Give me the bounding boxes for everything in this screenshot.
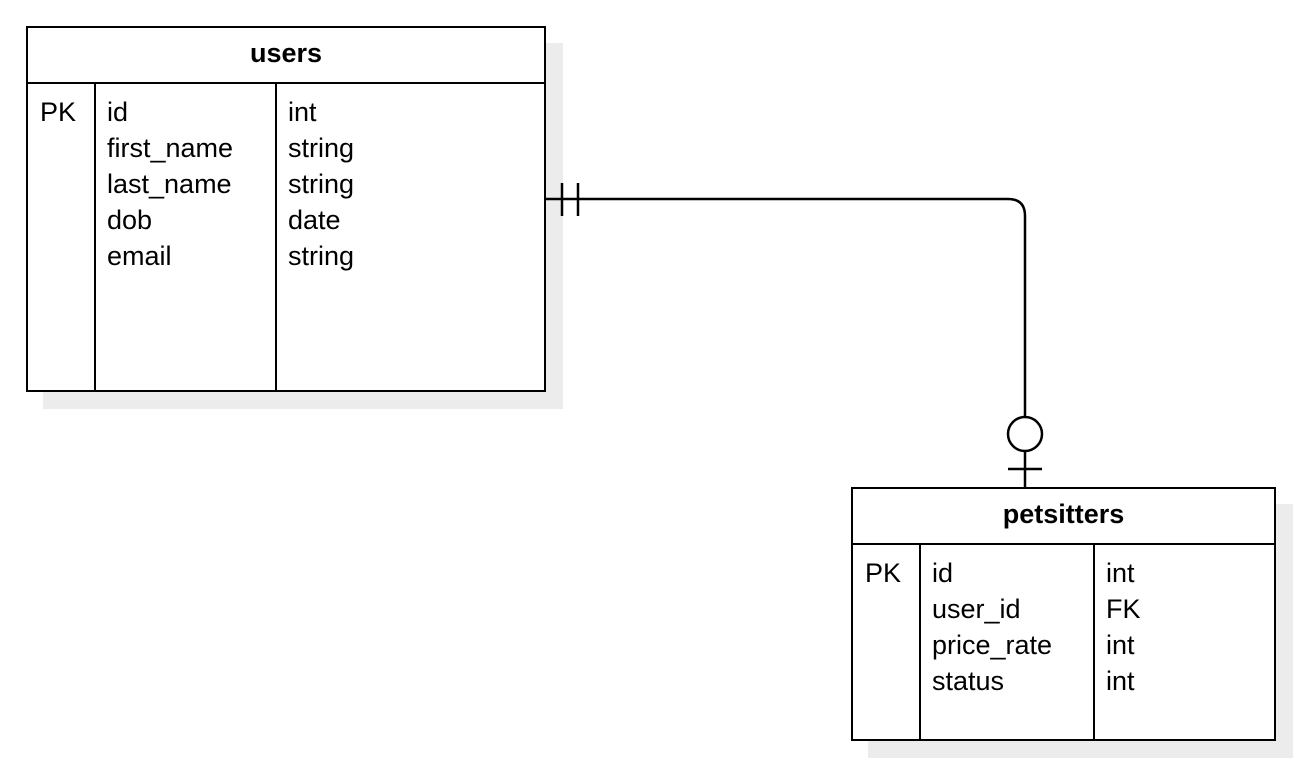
pk-label: PK bbox=[40, 97, 77, 127]
pk-label: PK bbox=[865, 558, 902, 588]
field-type: int bbox=[1106, 630, 1135, 660]
field-name: id bbox=[107, 97, 129, 127]
field-type: FK bbox=[1106, 594, 1141, 624]
field-name: dob bbox=[107, 205, 153, 235]
column-divider bbox=[275, 82, 277, 390]
column-divider bbox=[919, 543, 921, 739]
field-name: last_name bbox=[107, 169, 232, 199]
relationship-line bbox=[546, 197, 1027, 416]
field-type: string bbox=[288, 169, 355, 199]
field-name: id bbox=[932, 558, 954, 588]
field-type: int bbox=[288, 97, 317, 127]
field-type: string bbox=[288, 241, 355, 271]
field-name-column: id user_id price_rate status bbox=[932, 543, 1092, 739]
entity-title: users bbox=[28, 28, 544, 84]
field-name: price_rate bbox=[932, 630, 1053, 660]
field-type: date bbox=[288, 205, 341, 235]
field-type: string bbox=[288, 133, 355, 163]
optional-zero-marker bbox=[1006, 415, 1044, 453]
field-type: int bbox=[1106, 558, 1135, 588]
field-type-column: int FK int int bbox=[1106, 543, 1256, 739]
key-column: PK bbox=[40, 82, 90, 390]
column-divider bbox=[94, 82, 96, 390]
field-name: status bbox=[932, 666, 1005, 696]
field-type: int bbox=[1106, 666, 1135, 696]
entity-title: petsitters bbox=[853, 489, 1274, 545]
field-name: email bbox=[107, 241, 172, 271]
field-name: user_id bbox=[932, 594, 1021, 624]
petsitters-entity[interactable]: petsitters PK id user_id price_rate stat… bbox=[851, 487, 1276, 741]
column-divider bbox=[1093, 543, 1095, 739]
field-name: first_name bbox=[107, 133, 234, 163]
key-column: PK bbox=[865, 543, 915, 739]
field-name-column: id first_name last_name dob email bbox=[107, 82, 277, 390]
field-type-column: int string string date string bbox=[288, 82, 488, 390]
users-entity[interactable]: users PK id first_name last_name dob ema… bbox=[26, 26, 546, 392]
